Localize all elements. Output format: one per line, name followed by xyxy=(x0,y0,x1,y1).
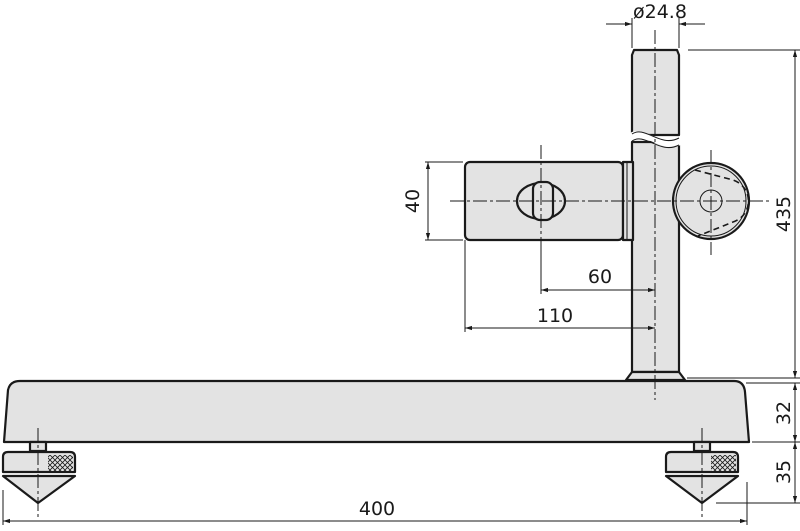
dim-label-offset-60: 60 xyxy=(588,266,612,288)
base xyxy=(2,379,751,444)
dim-label-holder-height: 40 xyxy=(402,189,424,213)
dim-base-thickness: 32 xyxy=(746,382,800,443)
center-lines xyxy=(37,30,770,518)
dim-label-column-diameter: ø24.8 xyxy=(633,1,687,23)
dim-holder-height: 40 xyxy=(402,161,463,241)
dim-label-overall-height: 435 xyxy=(773,196,795,232)
dim-offset-60: 60 xyxy=(540,240,655,294)
dim-foot-height: 35 xyxy=(716,442,800,504)
dim-overall-height: 435 xyxy=(687,49,800,379)
dim-base-length: 400 xyxy=(2,482,748,525)
dim-label-base-length: 400 xyxy=(359,498,395,520)
dim-offset-110: 110 xyxy=(464,240,655,332)
dim-column-diameter: ø24.8 xyxy=(606,1,705,48)
dim-label-base-thickness: 32 xyxy=(773,401,795,425)
left-leveling-foot xyxy=(1,440,77,505)
dim-label-offset-110: 110 xyxy=(537,305,573,327)
dim-label-foot-height: 35 xyxy=(773,460,795,484)
